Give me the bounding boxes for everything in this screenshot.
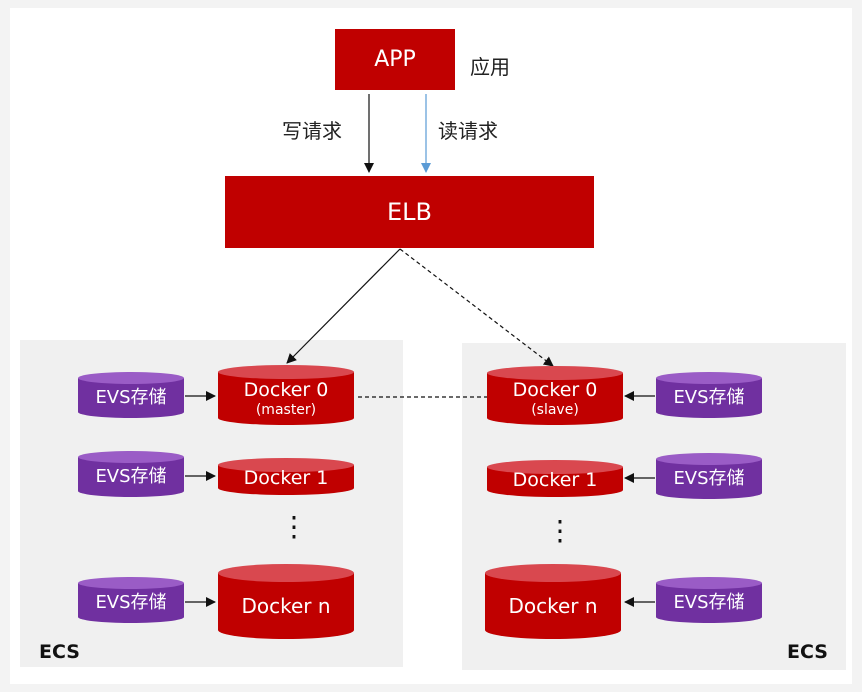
- write-request-label: 写请求: [282, 119, 342, 143]
- elb-to-master-arrow: [286, 248, 401, 364]
- docker-cylinder: [218, 458, 354, 495]
- evs-cylinder: [656, 372, 762, 418]
- docker-cylinder: [485, 564, 621, 639]
- app-box: APP: [335, 29, 455, 90]
- elb-label: ELB: [387, 198, 432, 226]
- docker-label: Docker 0 (master): [218, 378, 354, 420]
- docker-label: Docker 1: [243, 466, 329, 489]
- evs-label: EVS存储: [673, 468, 745, 490]
- evs-cylinder: [78, 451, 184, 497]
- evs-label: EVS存储: [673, 387, 745, 409]
- docker-role: (slave): [531, 401, 579, 418]
- evs-label: EVS存储: [95, 466, 167, 488]
- ellipsis-marker: ⋮: [546, 514, 574, 547]
- docker-cylinder: [218, 365, 354, 425]
- docker-cylinder: [487, 366, 623, 425]
- evs-label: EVS存储: [95, 592, 167, 614]
- evs-cylinder: [78, 577, 184, 623]
- evs-cylinder: [78, 372, 184, 418]
- docker-role: (master): [255, 401, 317, 418]
- ellipsis-marker: ⋮: [280, 510, 308, 543]
- docker-cylinder: [218, 564, 354, 639]
- elb-to-slave-arrow: [399, 248, 554, 367]
- app-label: APP: [374, 47, 416, 72]
- docker-label: Docker n: [241, 594, 331, 618]
- docker-label: Docker 0 (slave): [487, 378, 623, 420]
- evs-cylinder: [656, 453, 762, 499]
- docker-cylinder: [487, 460, 623, 497]
- docker-label: Docker n: [508, 594, 598, 618]
- elb-box: ELB: [225, 176, 594, 248]
- docker-name: Docker 0: [512, 378, 598, 401]
- evs-cylinder: [656, 577, 762, 623]
- read-request-label: 读请求: [438, 119, 498, 143]
- evs-label: EVS存储: [95, 387, 167, 409]
- app-side-label: 应用: [470, 55, 510, 79]
- left-ecs-label: ECS: [39, 641, 80, 663]
- right-ecs-label: ECS: [787, 641, 828, 663]
- docker-name: Docker 0: [243, 378, 329, 401]
- evs-label: EVS存储: [673, 592, 745, 614]
- docker-label: Docker 1: [512, 468, 598, 491]
